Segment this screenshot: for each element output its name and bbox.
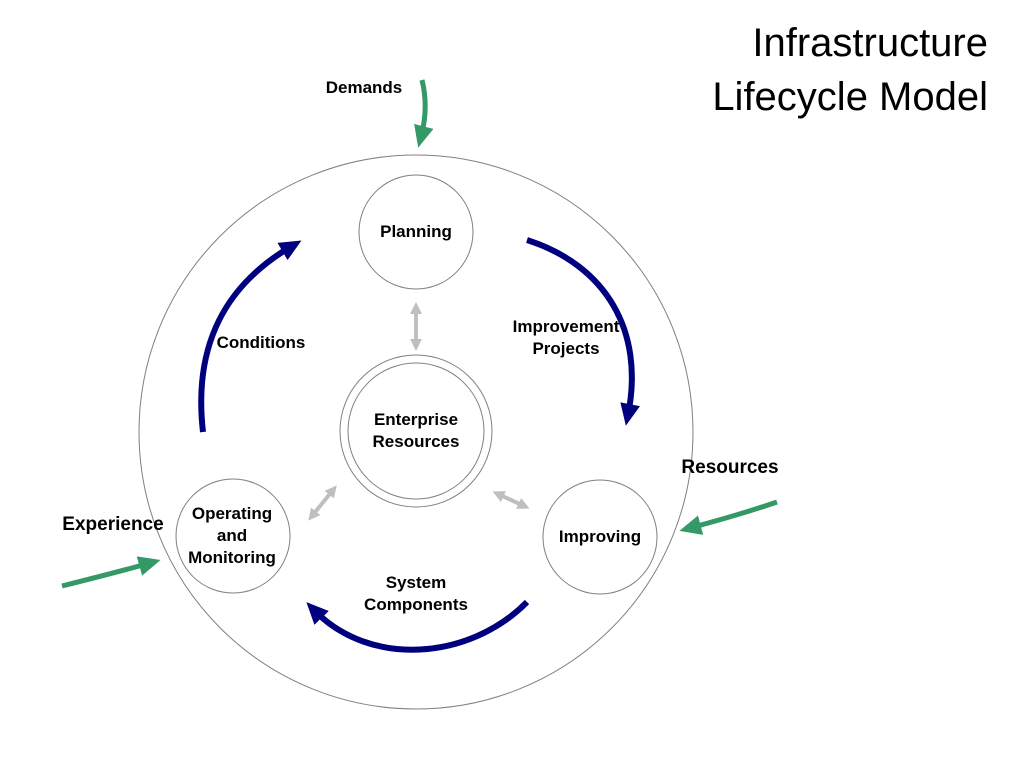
enterprise-improving-link-arrow	[492, 491, 530, 509]
title-line-1: Infrastructure	[752, 21, 988, 65]
operating-monitoring-label: Operating and Monitoring	[172, 503, 292, 569]
improvement-projects-cycle-arrow	[526, 237, 640, 426]
conditions-cycle-arrow	[198, 240, 302, 433]
operating-label-line-2: and	[216, 526, 248, 545]
system-components-label: System Components	[346, 572, 486, 616]
improving-node	[542, 479, 658, 595]
enterprise-resources-label: Enterprise Resources	[346, 409, 486, 453]
page-title: Infrastructure Lifecycle Model	[712, 16, 988, 124]
demands-label: Demands	[325, 78, 403, 97]
demands-input-arrow	[414, 79, 434, 148]
enterprise-label-line-1: Enterprise	[373, 410, 459, 429]
resources-label: Resources	[681, 457, 779, 478]
operating-label-line-1: Operating	[191, 504, 273, 523]
planning-label: Planning	[380, 222, 452, 241]
system-components-cycle-arrow	[306, 599, 530, 653]
resources-input-arrow	[679, 499, 778, 535]
planning-node	[358, 174, 474, 290]
improvement-label-line-2: Projects	[532, 339, 600, 358]
operating-monitoring-node	[175, 478, 291, 594]
enterprise-label-line-2: Resources	[372, 432, 460, 451]
outer-boundary-circle	[138, 154, 694, 710]
enterprise-resources-node-inner	[347, 362, 485, 500]
operating-label-line-3: Monitoring	[188, 548, 276, 567]
conditions-label: Conditions	[216, 333, 306, 352]
experience-label: Experience	[62, 514, 164, 535]
improvement-label-line-1: Improvement	[512, 317, 620, 336]
improvement-projects-label: Improvement Projects	[501, 316, 631, 360]
system-label-line-2: Components	[364, 595, 468, 614]
system-label-line-1: System	[385, 573, 447, 592]
enterprise-operating-link-arrow	[308, 485, 337, 521]
experience-input-arrow	[61, 556, 161, 589]
title-line-2: Lifecycle Model	[712, 75, 988, 119]
improving-label: Improving	[558, 527, 642, 546]
